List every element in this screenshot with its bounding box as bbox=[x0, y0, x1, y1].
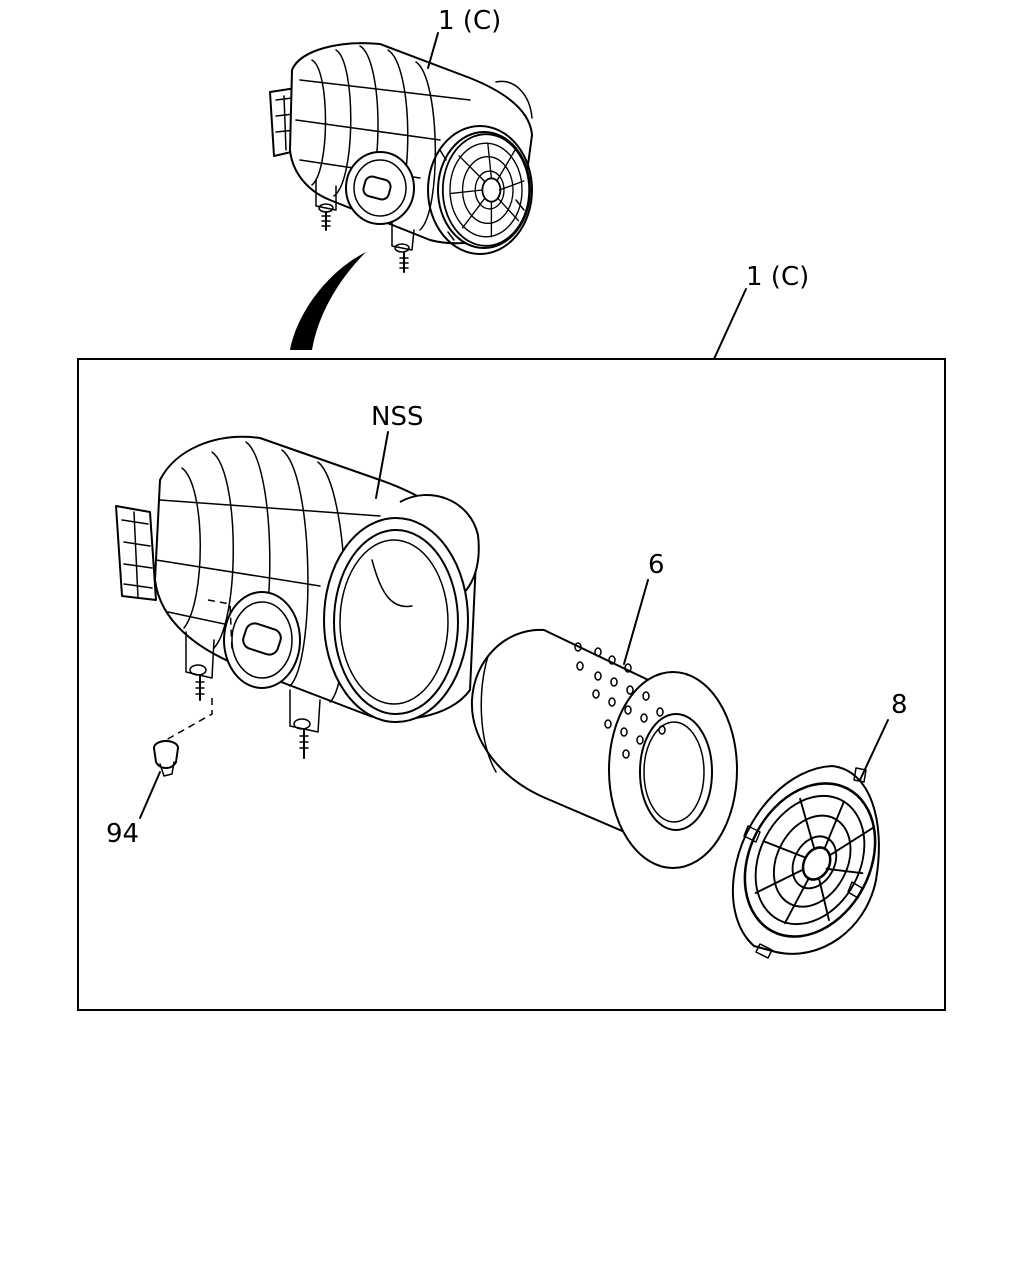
housing-drawing bbox=[115, 435, 480, 759]
callout-fitting: 94 bbox=[106, 819, 139, 849]
leader-cover bbox=[859, 719, 889, 781]
cover-drawing bbox=[717, 759, 903, 961]
callout-housing: NSS bbox=[371, 402, 423, 432]
leader-fitting bbox=[139, 771, 161, 819]
assembly-overview-drawing bbox=[269, 42, 533, 273]
detail-arrow bbox=[290, 252, 366, 350]
leader-housing bbox=[375, 431, 389, 499]
filter-element-drawing bbox=[470, 628, 738, 869]
leader-element bbox=[623, 579, 649, 665]
detail-frame bbox=[77, 358, 946, 1011]
callout-assembly-frame: 1 (C) bbox=[746, 262, 809, 292]
callout-element: 6 bbox=[648, 550, 665, 580]
leader-assembly-top bbox=[427, 32, 439, 69]
callout-cover: 8 bbox=[891, 690, 908, 720]
fitting-drawing bbox=[153, 740, 179, 777]
callout-assembly-top: 1 (C) bbox=[438, 6, 501, 36]
leader-assembly-frame bbox=[713, 288, 747, 360]
